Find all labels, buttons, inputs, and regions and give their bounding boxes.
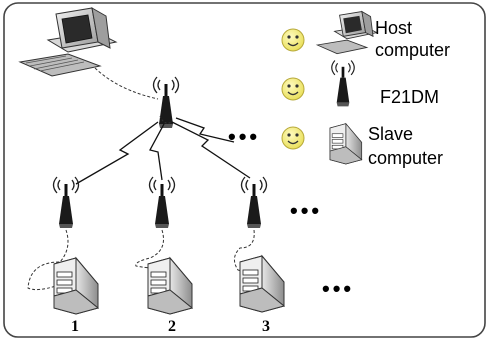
central-modem-icon <box>152 76 180 129</box>
legend-smiley-modem-icon <box>281 77 305 101</box>
diagram-border <box>3 2 486 338</box>
legend-host-label-cont: computer <box>375 40 451 60</box>
legend-smiley-slave-icon <box>281 126 305 150</box>
legend-smiley-host-icon <box>281 28 305 52</box>
legend-host-computer-icon <box>315 10 379 55</box>
legend-host-label: Host <box>375 18 413 38</box>
host-computer-icon <box>18 7 118 77</box>
slave-number-2: 2 <box>168 318 176 335</box>
legend-modem-label: F21DM <box>380 87 440 107</box>
ellipsis-bottom: ••• <box>322 276 355 301</box>
ellipsis-middle: ••• <box>290 198 323 223</box>
slave-number-1: 1 <box>71 318 79 335</box>
slave-number-3: 3 <box>262 318 270 335</box>
host-link <box>94 67 159 100</box>
legend-slave-label-cont: computer <box>368 148 444 168</box>
ellipsis-top: ••• <box>228 124 261 149</box>
legend-slave-label: Slave <box>368 124 414 144</box>
wireless-links <box>75 117 251 185</box>
